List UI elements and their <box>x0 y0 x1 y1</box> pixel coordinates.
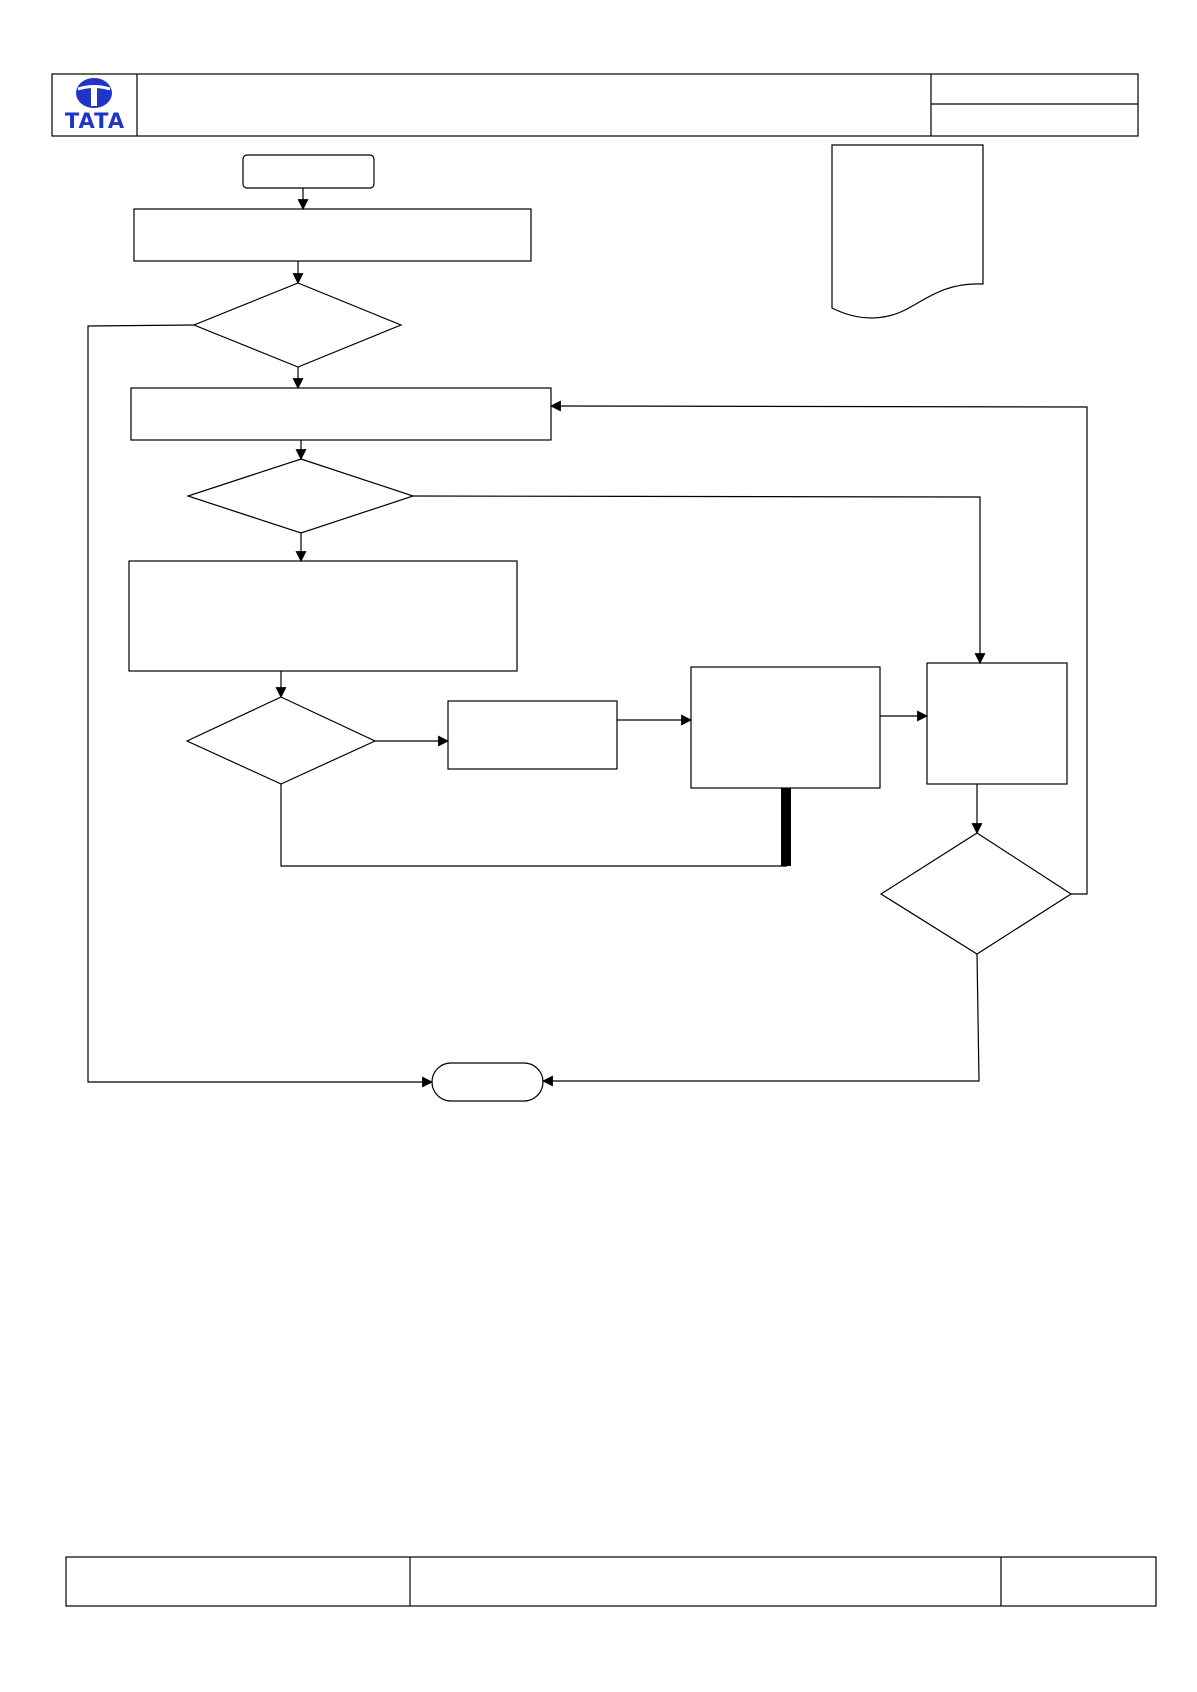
logo-text: TATA <box>65 109 125 133</box>
arrow-decision-4-loop-to-process-2 <box>549 400 1088 895</box>
footer-border <box>65 1556 1157 1607</box>
process-box-3 <box>128 560 518 672</box>
tata-logo-icon: TATA <box>65 78 125 133</box>
start-terminator <box>242 154 375 189</box>
process-box-6 <box>926 662 1068 785</box>
decision-4 <box>879 832 1073 955</box>
connectors <box>87 188 1088 1088</box>
process-box-5 <box>690 666 881 789</box>
thick-connector-bar <box>781 788 791 866</box>
process-box-2 <box>130 387 552 441</box>
end-terminator <box>431 1062 544 1102</box>
process-box-1 <box>133 208 532 262</box>
decision-1 <box>192 282 403 368</box>
arrow-decision-1-to-end <box>87 324 434 1088</box>
arrow-decision-2-to-process-6 <box>412 495 986 665</box>
header-border <box>51 73 1139 137</box>
process-box-4 <box>447 700 618 770</box>
decision-2 <box>186 458 415 534</box>
connector-decision-3-to-process-5 <box>280 784 787 867</box>
decision-3 <box>185 696 377 785</box>
document-shape-icon <box>831 144 984 319</box>
arrow-decision-4-to-end <box>541 953 980 1087</box>
header-table <box>51 73 1139 137</box>
footer-table <box>65 1556 1157 1607</box>
